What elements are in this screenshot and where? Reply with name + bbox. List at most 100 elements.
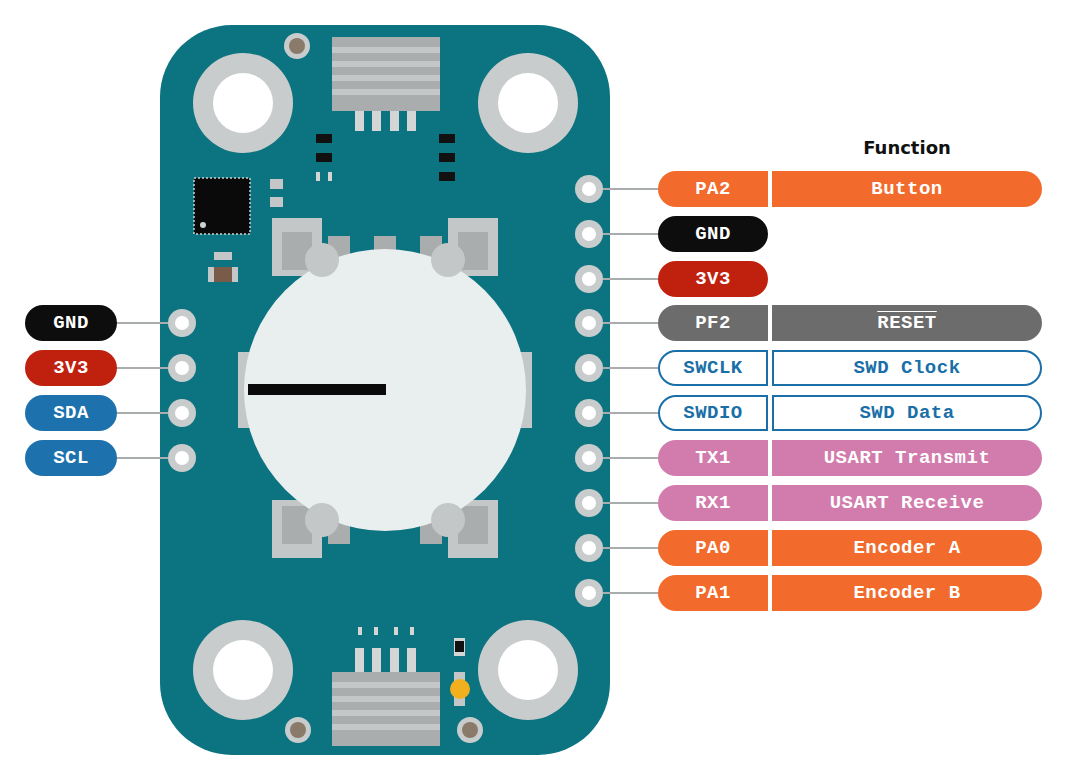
smd-pad	[410, 627, 414, 635]
leader-lines	[117, 189, 658, 593]
led-part	[455, 641, 464, 652]
connector-stripe	[332, 47, 440, 53]
pin-function: USART Receive	[772, 485, 1042, 521]
connector-pin	[390, 648, 399, 672]
via	[457, 717, 483, 743]
smd-pad	[374, 627, 378, 635]
leader-line	[117, 322, 168, 324]
smd-pad	[270, 197, 283, 207]
pin-pad	[575, 354, 603, 382]
mounting-hole	[498, 640, 558, 700]
connector-pin	[407, 648, 416, 672]
pin-text: PA2	[695, 180, 731, 199]
pin-name: PF2	[658, 305, 768, 341]
mounting-hole	[213, 73, 273, 133]
pin-text: PA0	[695, 539, 731, 558]
pin-hole	[582, 227, 596, 241]
pin-function: USART Transmit	[772, 440, 1042, 476]
pin-pad	[168, 309, 196, 337]
smd-part	[439, 153, 455, 162]
knob-notch	[431, 243, 465, 277]
leader-line	[603, 188, 658, 190]
pin-pad	[575, 220, 603, 248]
pin-pad	[575, 175, 603, 203]
leader-line	[603, 592, 658, 594]
pin-function: Button	[772, 171, 1042, 207]
via	[289, 38, 305, 54]
smd-pad	[394, 627, 398, 635]
pin-hole	[175, 406, 189, 420]
pin-hole	[582, 316, 596, 330]
knob-notch	[431, 503, 465, 537]
i2c-pin: SCL	[25, 440, 117, 476]
leader-line	[603, 547, 658, 549]
knob-indicator	[248, 384, 386, 395]
pcb-board	[160, 25, 610, 755]
pin-pad	[575, 534, 603, 562]
power-pin: GND	[658, 216, 768, 252]
pin-function: RESET	[772, 305, 1042, 341]
power-pin: 3V3	[25, 350, 117, 386]
leader-line	[603, 322, 658, 324]
pin-text: Encoder B	[853, 584, 960, 603]
smd-part	[439, 172, 455, 181]
connector-stripe	[332, 710, 440, 716]
smd-part	[439, 134, 455, 143]
mounting-hole	[498, 73, 558, 133]
pin-text: GND	[53, 314, 89, 333]
connector-body	[332, 672, 440, 746]
column-header: Function	[863, 137, 951, 158]
header-pins	[168, 175, 603, 607]
pin-text: Encoder A	[853, 539, 960, 558]
connector-stripe	[332, 682, 440, 688]
mounting-hole	[193, 53, 293, 153]
pin-pad	[575, 489, 603, 517]
pin-pad	[575, 579, 603, 607]
pin-function: Encoder A	[772, 530, 1042, 566]
pin-text: USART Transmit	[824, 449, 991, 468]
pin-hole	[582, 496, 596, 510]
connector-pin	[372, 111, 381, 131]
leader-line	[117, 367, 168, 369]
smd-pad	[328, 172, 332, 181]
pin-pad	[575, 444, 603, 472]
pin-name: TX1	[658, 440, 768, 476]
connector-pin	[355, 648, 364, 672]
connector-pin	[355, 111, 364, 131]
leader-line	[117, 412, 168, 414]
pin-text: RESET	[877, 314, 937, 333]
pin-hole	[582, 272, 596, 286]
leader-line	[603, 367, 658, 369]
pin-pad	[168, 444, 196, 472]
pin-pad	[575, 309, 603, 337]
mounting-hole	[478, 620, 578, 720]
pin-text: SWCLK	[683, 359, 743, 378]
pin-function: SWD Clock	[772, 350, 1042, 386]
pin-name: PA1	[658, 575, 768, 611]
led	[450, 679, 470, 699]
ic-dot	[200, 222, 206, 228]
pin-function: Encoder B	[772, 575, 1042, 611]
knob-notch	[305, 243, 339, 277]
via	[284, 33, 310, 59]
leader-line	[603, 412, 658, 414]
mounting-hole	[193, 620, 293, 720]
via	[462, 722, 478, 738]
smd-resistor	[214, 267, 232, 282]
connector-body	[332, 37, 440, 111]
pin-text: SCL	[53, 449, 89, 468]
smd-part	[316, 134, 332, 143]
leader-line	[117, 457, 168, 459]
smd-pad	[214, 252, 232, 260]
connector-stripe	[332, 696, 440, 702]
pin-hole	[582, 541, 596, 555]
pin-function: SWD Data	[772, 395, 1042, 431]
smd-pad	[316, 172, 320, 181]
pin-pad	[168, 399, 196, 427]
top-connector	[332, 37, 440, 131]
mounting-holes	[193, 53, 578, 720]
mounting-hole	[478, 53, 578, 153]
pin-text: Button	[871, 180, 942, 199]
